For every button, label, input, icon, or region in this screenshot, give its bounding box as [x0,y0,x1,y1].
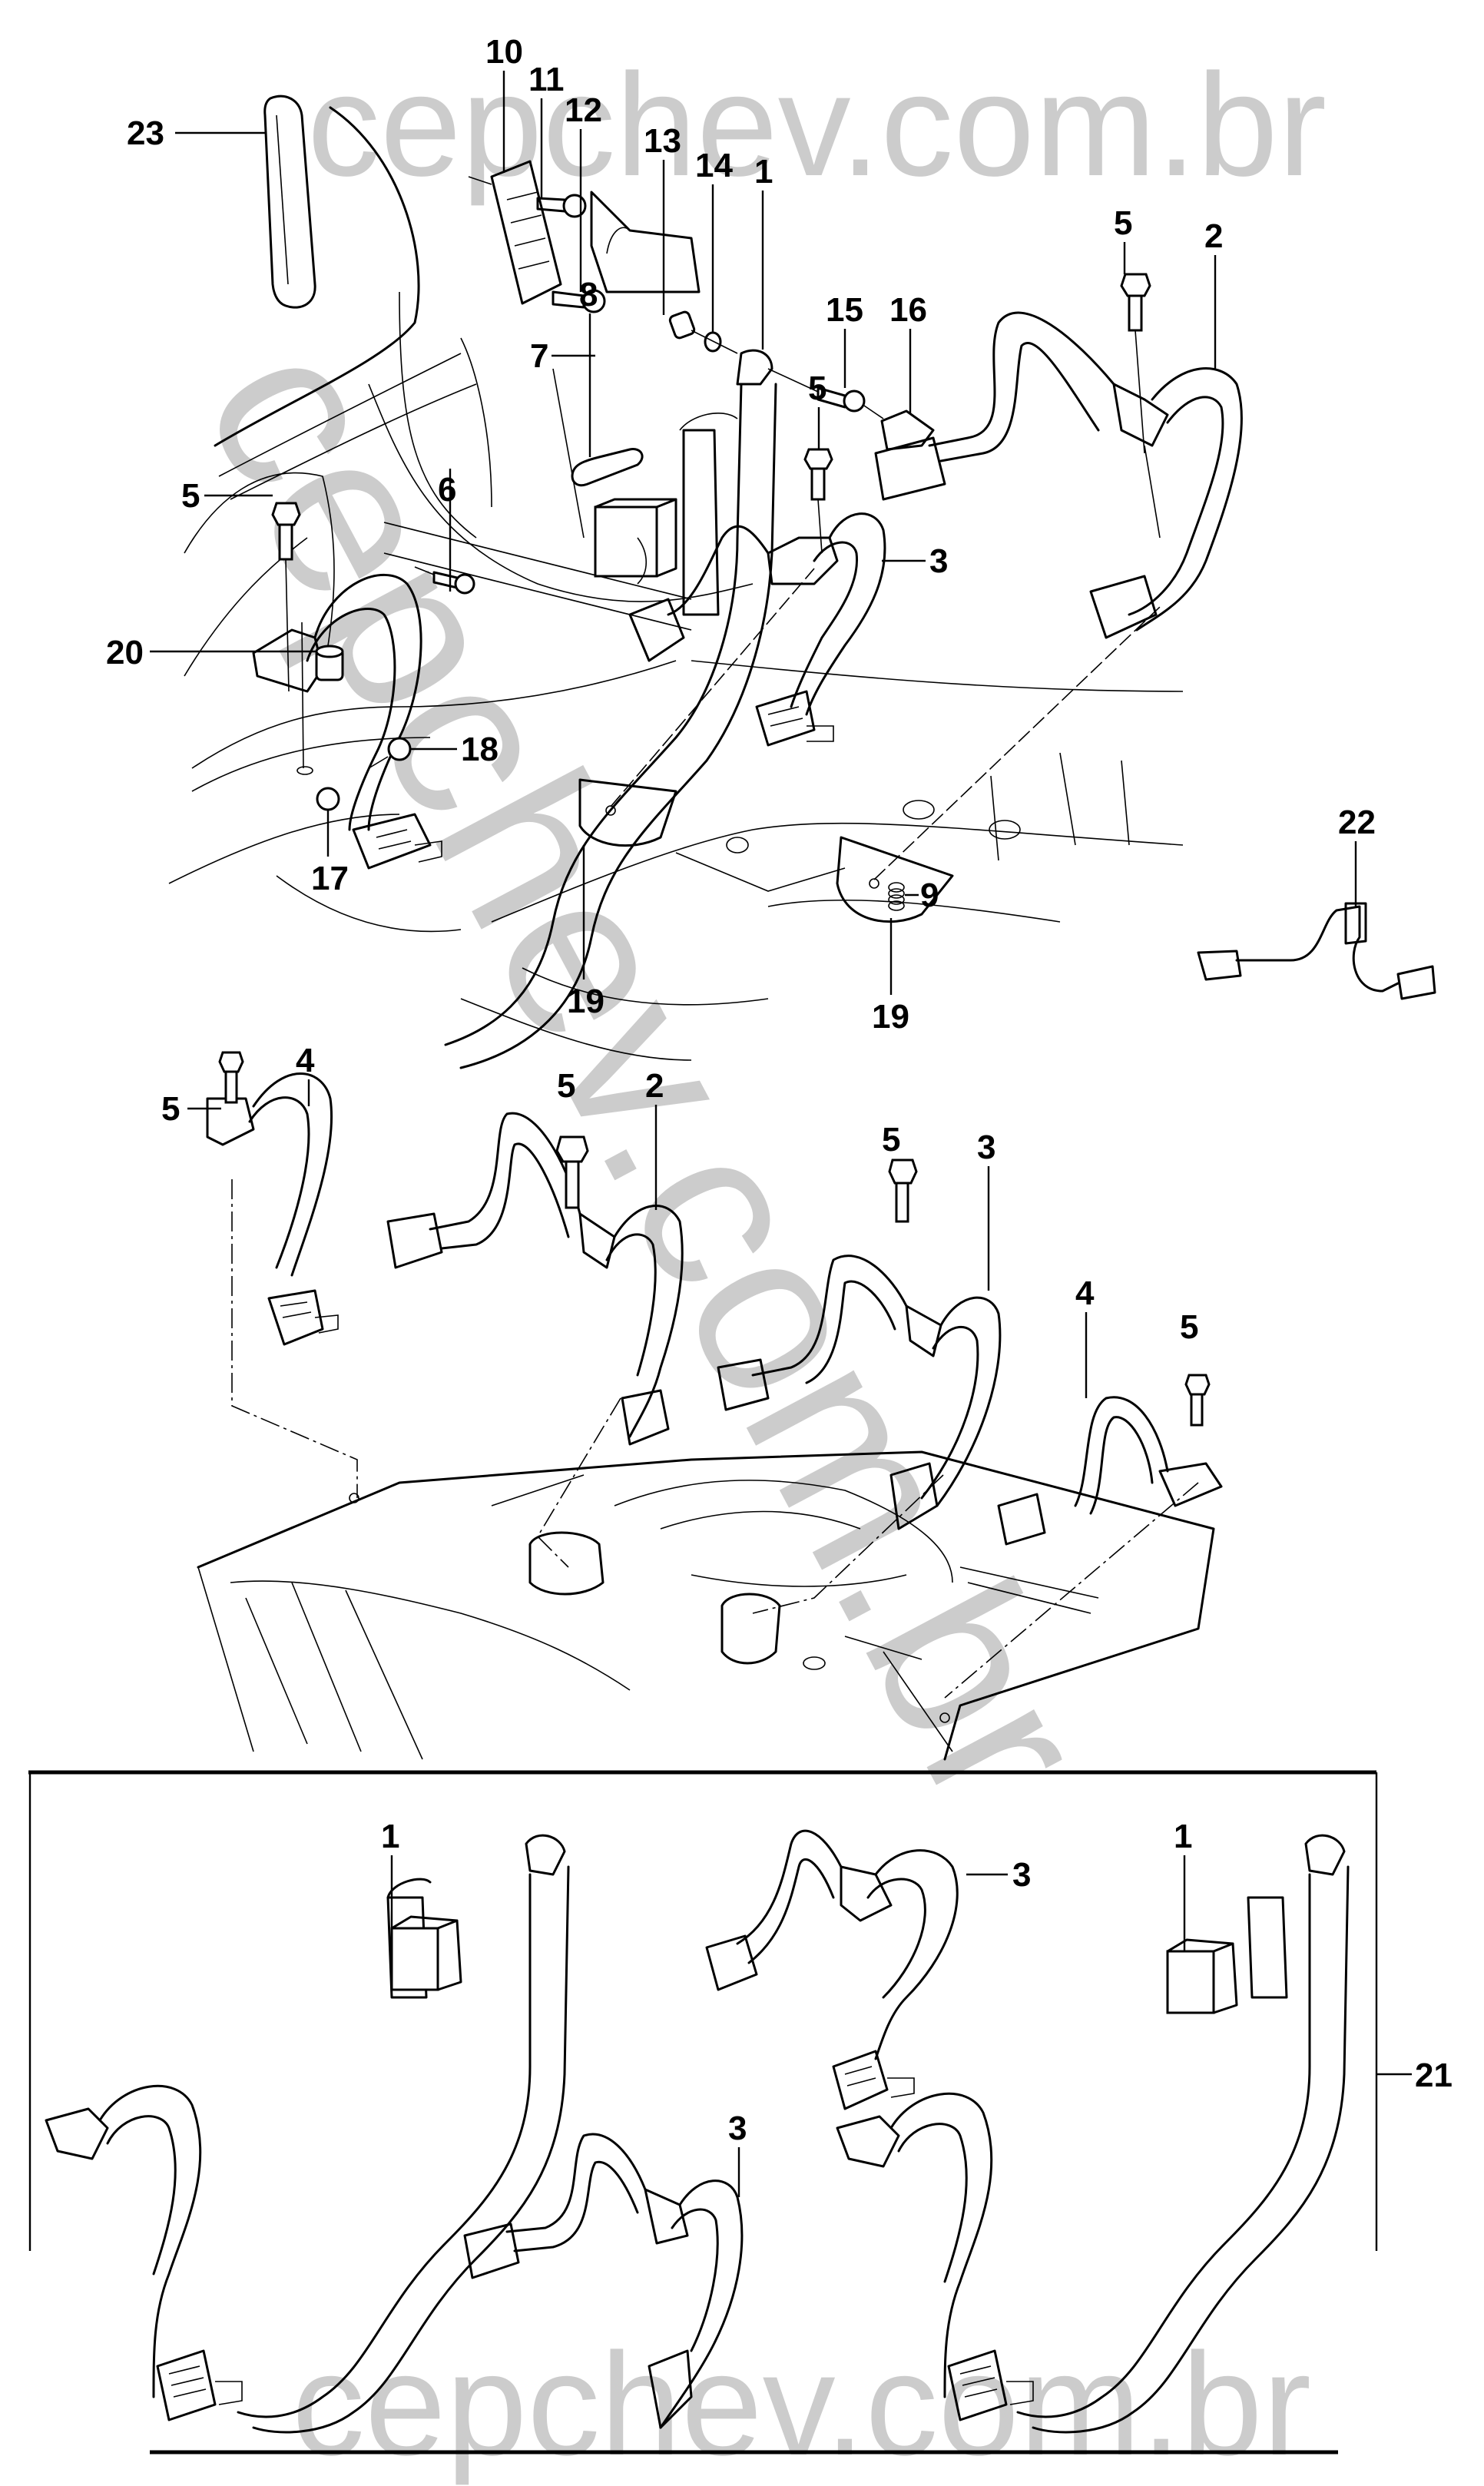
callout-5-middle-far-right: 5 [1180,1308,1198,1346]
part-13-spacer [668,310,696,340]
rear-floor-panel [197,1450,1215,1761]
part-3-buckle-strap-middle [717,1255,1002,1530]
callout-2-middle: 2 [645,1067,664,1105]
part-22-buckle-harness [1197,902,1436,1000]
part-5-bolts-middle [218,1051,1211,1427]
callout-21-kit: 21 [1415,2057,1453,2094]
callout-19-left: 19 [567,983,605,1020]
callouts-kit: 1 3 1 3 21 [381,1818,1453,2197]
kit-part-1-retractor-belt-right [836,1834,1350,2434]
part-14-washer [691,330,738,354]
part-7-retractor [594,498,677,585]
part-16-anchor-plate [863,405,935,451]
callout-5-middle-center: 5 [557,1067,575,1105]
callout-2: 2 [1204,217,1223,255]
callout-15: 15 [826,291,863,329]
part-10-height-adjuster [468,160,562,305]
installation-lines-middle [231,1179,1199,1699]
part-2-buckle-strap-upper [874,311,1243,639]
callout-1-kit-left: 1 [381,1818,399,1855]
callout-12: 12 [565,91,602,129]
part-23-trim-cover [263,94,316,309]
kit-part-3-buckle-lower [463,2133,744,2429]
callout-19-right: 19 [872,998,909,1036]
callout-23: 23 [127,114,164,152]
part-9-spring [888,882,905,911]
callouts-upper: 23 10 11 12 13 14 1 15 16 5 2 8 [106,33,1376,1036]
part-8-bezel [571,448,644,487]
callout-17: 17 [311,860,349,897]
callout-13: 13 [644,122,681,160]
callout-5-middle-right: 5 [882,1121,900,1158]
callout-3-middle: 3 [977,1129,995,1166]
part-3-buckle-upper [628,512,886,747]
part-19-bracket-right [836,606,1161,923]
callout-7: 7 [530,337,548,375]
kit-part-3-buckle-upper [705,1829,959,2110]
part-2-buckle-strap-middle [386,1112,684,1446]
callout-14: 14 [695,147,733,184]
callout-5-right: 5 [1114,204,1132,242]
callout-5-center: 5 [808,370,826,407]
part-5-bolt-right [1120,273,1151,454]
watermark-bottom: cepchev.com.br [292,2323,1311,2486]
part-12-bolt [552,289,606,313]
kit-part-1-retractor-belt-left [45,1834,570,2434]
part-15-bolt [767,368,866,413]
callout-16: 16 [889,291,927,329]
callout-18: 18 [461,731,499,768]
watermark-top: cepchev.com.br [307,44,1327,207]
callout-4-left: 4 [296,1042,315,1079]
kit-box-frame [28,1770,1378,2455]
callout-10: 10 [485,33,523,71]
callout-22: 22 [1338,804,1376,841]
callout-8: 8 [579,276,598,313]
callout-1-kit-right: 1 [1174,1818,1192,1855]
callout-5-left: 5 [181,477,200,515]
callout-5-middle-left: 5 [161,1090,180,1128]
callouts-middle: 4 5 5 2 5 3 4 5 [161,1042,1198,1398]
callout-3-kit-upper: 3 [1012,1856,1031,1894]
callout-6: 6 [438,471,456,509]
part-19-bracket-left [578,568,815,847]
part-17-nut [316,787,340,811]
callout-3-kit-lower: 3 [728,2110,747,2147]
part-4-strap-left [206,1072,339,1346]
part-5-bolt-left [271,502,301,692]
callout-3: 3 [929,542,948,580]
belt-left-lower [252,574,442,870]
callout-1: 1 [754,153,773,191]
part-5-bolt-center [803,448,833,554]
callout-20: 20 [106,634,144,671]
callout-4-right: 4 [1075,1274,1095,1312]
part-4-strap-right [997,1396,1223,1546]
callout-9: 9 [920,877,939,914]
part-1-retractor-belt [444,349,777,1069]
callout-11: 11 [528,61,565,98]
